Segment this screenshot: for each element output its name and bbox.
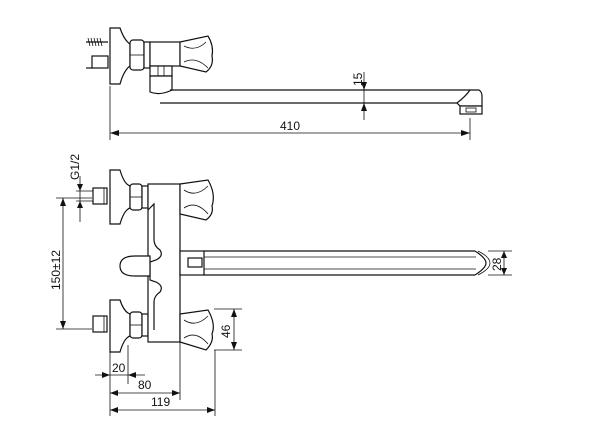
dim-label-g1-2: G1/2 [68,154,82,180]
dimension-wall-to-body: 80 [110,378,180,396]
dimension-thread: G1/2 [68,154,93,222]
dim-label-150-12: 150±12 [49,250,63,290]
dim-label-20: 20 [112,361,126,375]
dimension-wall-to-handle: 119 [110,395,215,413]
dimension-handle-height: 46 [214,308,242,351]
dim-label-410: 410 [280,119,300,133]
dim-label-15: 15 [351,72,365,86]
dimension-eccentric-offset: 20 [95,361,145,378]
dimension-spout-reach: 410 [109,86,471,140]
dim-label-46: 46 [219,324,233,338]
dimension-spout-thickness: 15 [351,72,367,120]
dim-label-119: 119 [151,395,170,409]
dimension-center-distance: 150±12 [49,197,92,330]
dimension-spout-height: 28 [488,250,512,276]
wall-anchor-icon [86,37,109,69]
dim-label-80: 80 [138,378,152,392]
dim-label-28: 28 [490,257,504,271]
top-view: 15 410 [86,27,483,140]
front-view: 28 G1/2 150±12 46 [49,154,512,416]
